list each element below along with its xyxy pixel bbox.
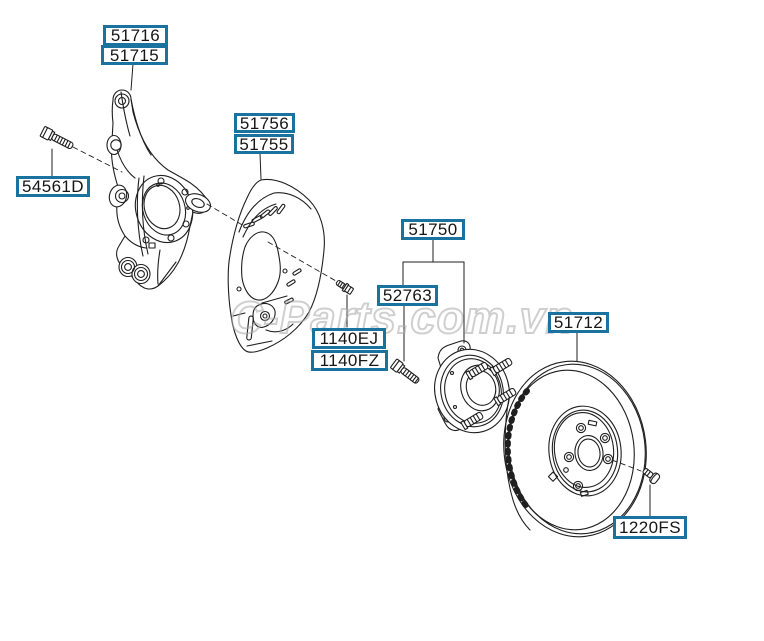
dust-shield-bolt-drawing	[335, 280, 354, 295]
brake-dust-shield-drawing	[227, 178, 325, 353]
part-label-51755[interactable]: 51755	[234, 134, 294, 154]
part-label-52763[interactable]: 52763	[377, 285, 438, 306]
part-label-51712[interactable]: 51712	[548, 312, 609, 333]
alignment-dashed-lines	[72, 146, 642, 472]
brake-disc-drawing	[503, 360, 647, 538]
disc-set-screw-drawing	[642, 468, 661, 485]
part-label-51750[interactable]: 51750	[401, 219, 465, 240]
part-label-1220FS[interactable]: 1220FS	[613, 516, 687, 539]
steering-knuckle-drawing	[106, 89, 212, 290]
part-label-54561D[interactable]: 54561D	[16, 176, 90, 197]
part-label-51756[interactable]: 51756	[234, 113, 295, 133]
part-label-1140EJ[interactable]: 1140EJ	[312, 328, 386, 349]
part-label-51715[interactable]: 51715	[101, 45, 168, 65]
hub-mount-bolt-drawing	[390, 358, 420, 384]
knuckle-mount-bolt-drawing	[39, 126, 74, 150]
part-label-51716[interactable]: 51716	[103, 25, 168, 46]
part-label-1140FZ[interactable]: 1140FZ	[311, 350, 388, 371]
leader-lines	[51, 63, 651, 517]
